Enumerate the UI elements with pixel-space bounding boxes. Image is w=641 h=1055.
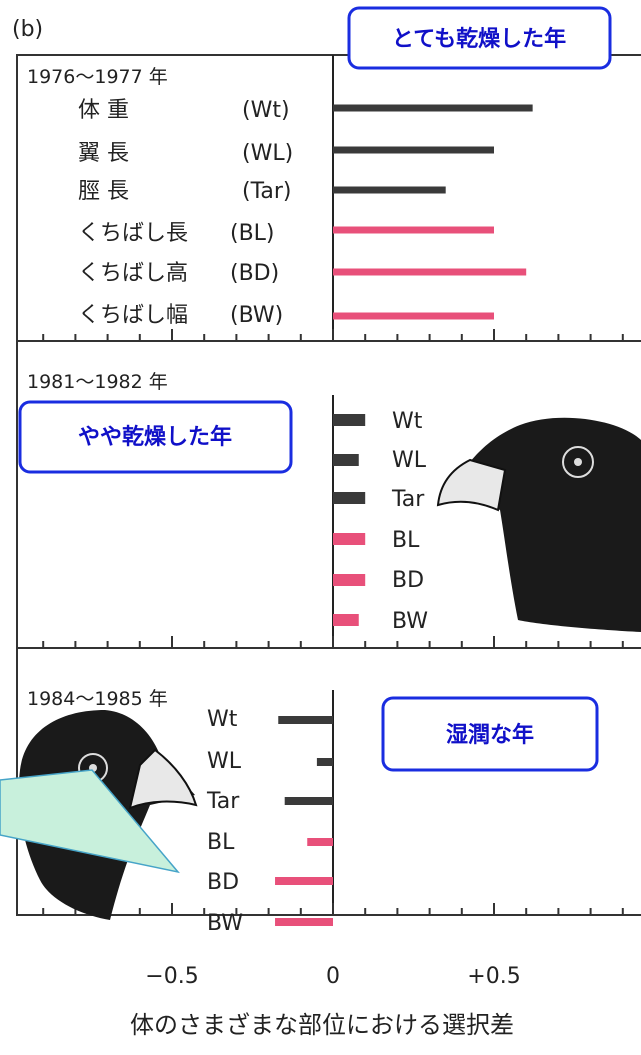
bar-tar xyxy=(333,186,446,194)
bar-bl xyxy=(333,226,494,234)
bar-wl xyxy=(333,146,494,154)
category-label: 脛 長 xyxy=(78,179,129,204)
callout-wet-text: 湿潤な年 xyxy=(446,722,534,748)
panel-3-category-labels: Wt WL Tar BL BD BW xyxy=(206,707,243,936)
bar-tar xyxy=(284,797,333,805)
category-label: BD xyxy=(207,870,239,895)
category-label: (BW) xyxy=(230,303,283,328)
category-label: 体 重 xyxy=(78,98,129,123)
category-label: BW xyxy=(207,911,243,936)
panel-2-category-labels: Wt WL Tar BL BD BW xyxy=(391,409,428,634)
category-label: BL xyxy=(207,830,235,855)
bar-wt xyxy=(278,716,333,724)
bar-wt xyxy=(333,414,366,426)
category-label: (BL) xyxy=(230,221,275,246)
callout-pointer xyxy=(0,769,180,874)
panel-3-title: 1984〜1985 年 xyxy=(27,688,168,710)
category-label: Tar xyxy=(391,487,425,512)
bar-marks xyxy=(275,104,533,926)
callout-very-dry: とても乾燥した年 xyxy=(347,6,612,70)
bar-bw xyxy=(275,918,333,926)
bar-bd xyxy=(333,268,527,276)
category-label: (Wt) xyxy=(242,98,290,123)
callout-somewhat-dry-text: やや乾燥した年 xyxy=(78,424,232,450)
bar-wl xyxy=(333,454,359,466)
callout-somewhat-dry: やや乾燥した年 xyxy=(18,400,293,474)
callout-wet: 湿潤な年 xyxy=(381,696,599,772)
x-tick-label: 0 xyxy=(326,964,340,989)
category-label: Wt xyxy=(207,707,238,732)
category-label: WL xyxy=(207,749,242,774)
category-label: Wt xyxy=(392,409,423,434)
callout-very-dry-text: とても乾燥した年 xyxy=(392,26,566,52)
category-label: BD xyxy=(392,568,424,593)
category-label: (Tar) xyxy=(242,179,292,204)
category-label: 翼 長 xyxy=(78,141,129,166)
x-axis-label: 体のさまざまな部位における選択差 xyxy=(130,1011,514,1039)
category-label: BL xyxy=(392,528,420,553)
bar-wl xyxy=(316,758,333,766)
bar-bw xyxy=(333,312,494,320)
panel-2-title: 1981〜1982 年 xyxy=(27,371,168,393)
bar-wt xyxy=(333,104,533,112)
finch-head-large-beak-icon xyxy=(436,417,641,632)
x-tick-label: −0.5 xyxy=(145,964,198,989)
bar-bd xyxy=(333,574,366,586)
category-label: くちばし長 xyxy=(78,221,188,246)
panel-label: (b) xyxy=(12,17,43,42)
category-label: (WL) xyxy=(242,141,293,166)
category-label: Tar xyxy=(206,789,240,814)
bar-bd xyxy=(275,877,333,885)
category-label: くちばし高 xyxy=(78,261,188,286)
bar-bl xyxy=(333,533,366,545)
category-label: BW xyxy=(392,609,428,634)
category-label: WL xyxy=(392,448,427,473)
panel-1-title: 1976〜1977 年 xyxy=(27,66,168,88)
bar-bl xyxy=(307,838,333,846)
category-label: くちばし幅 xyxy=(78,303,188,328)
panel-1-category-labels: 体 重 (Wt) 翼 長 (WL) 脛 長 (Tar) くちばし長 (BL) く… xyxy=(78,98,293,328)
category-label: (BD) xyxy=(230,261,279,286)
x-tick-label: +0.5 xyxy=(467,964,520,989)
bar-tar xyxy=(333,492,366,504)
bar-bw xyxy=(333,614,359,626)
